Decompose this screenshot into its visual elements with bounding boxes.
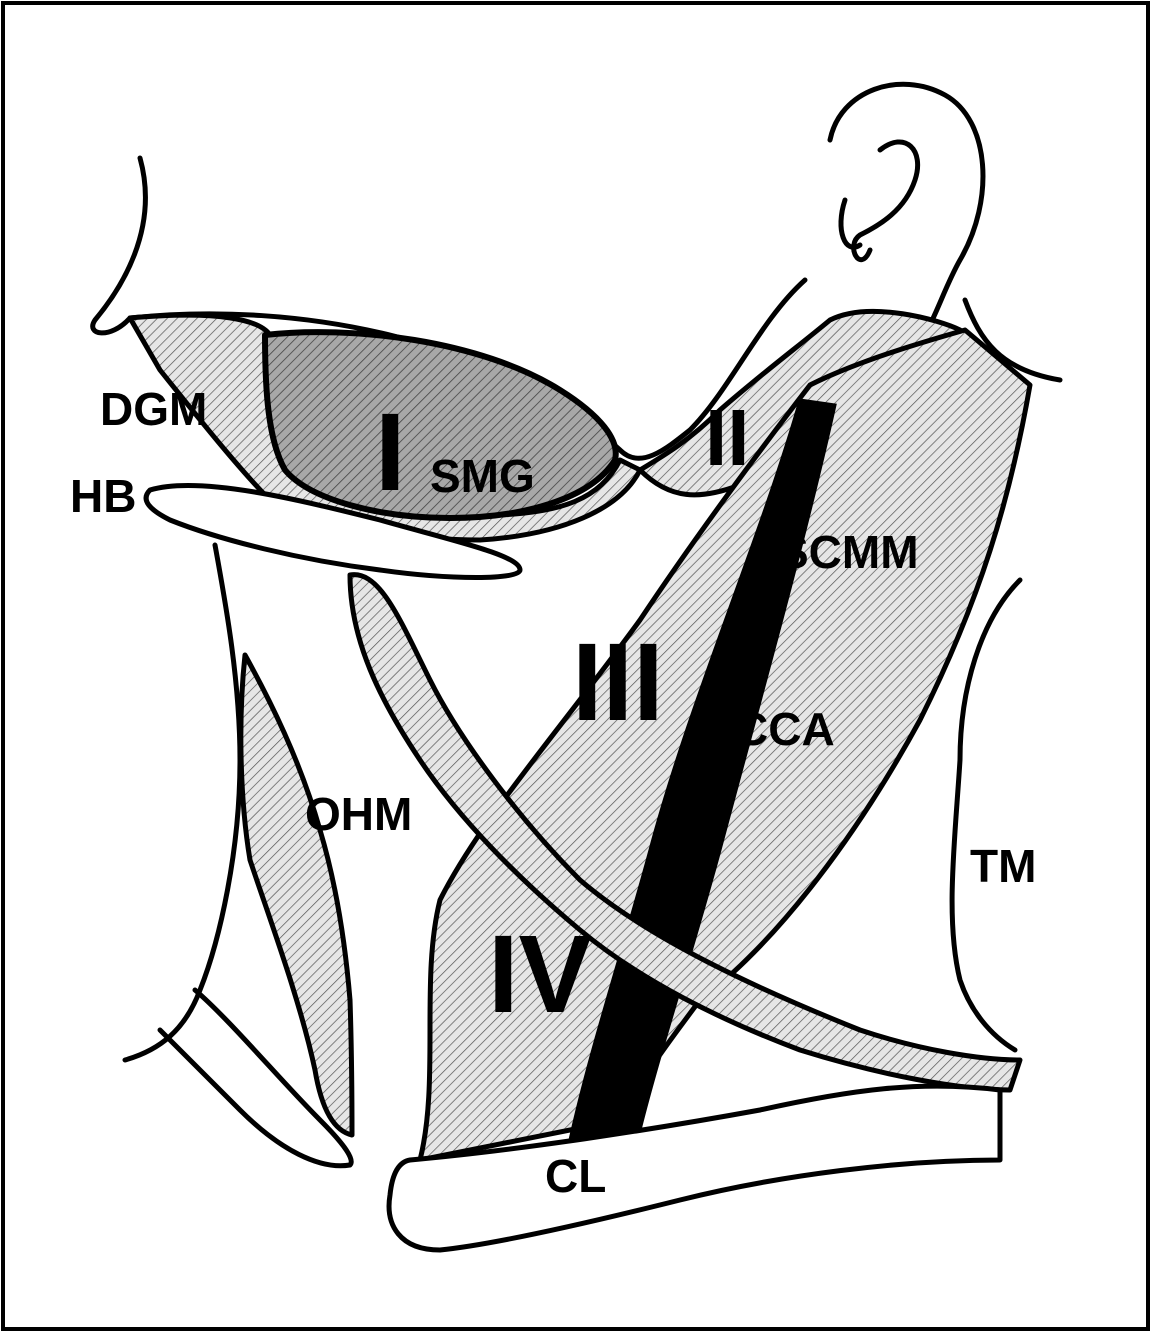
submandibular-gland xyxy=(262,329,619,521)
level-three-numeral: III xyxy=(572,621,664,744)
level-four-numeral: IV xyxy=(488,913,592,1036)
mandible-line xyxy=(127,277,808,461)
omohyoid-lower-belly xyxy=(238,652,355,1138)
level-two-numeral: II xyxy=(705,393,749,482)
label-scmm: SCMM xyxy=(778,526,919,578)
label-ohm: OHM xyxy=(305,788,412,840)
hyoid-bone xyxy=(143,482,523,580)
sternal-line xyxy=(157,987,354,1169)
trapezius-line xyxy=(949,577,1023,1053)
label-hb: HB xyxy=(70,470,136,522)
label-tm: TM xyxy=(970,840,1036,892)
face-profile xyxy=(90,155,148,336)
ear-inner xyxy=(851,139,921,262)
label-cl: CL xyxy=(545,1150,606,1202)
occiput-line xyxy=(962,297,1063,383)
ear-lobe-fold xyxy=(838,197,863,250)
level-one-numeral: I xyxy=(375,391,406,514)
neck-front-line xyxy=(122,542,243,1063)
label-dgm: DGM xyxy=(100,383,207,435)
clavicle xyxy=(386,1083,1003,1253)
omohyoid-upper-belly xyxy=(347,572,1023,1093)
label-smg: SMG xyxy=(430,450,535,502)
label-cca: CCA xyxy=(735,703,835,755)
